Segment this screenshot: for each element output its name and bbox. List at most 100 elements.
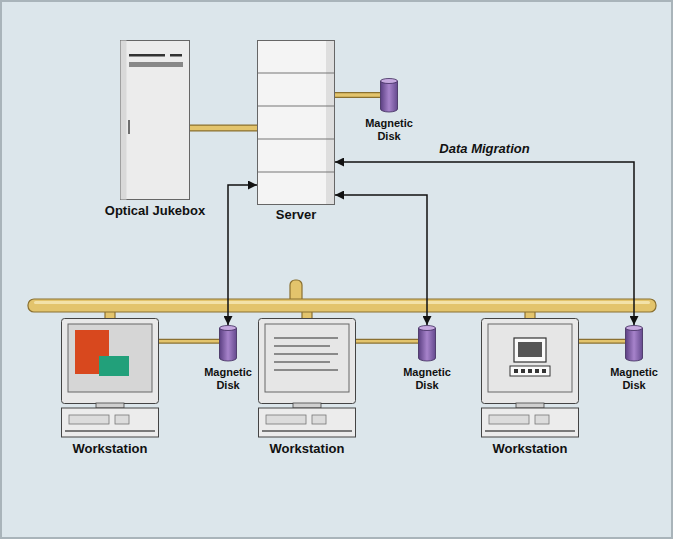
cable-connector: [335, 95, 380, 96]
edge-label: Data Migration: [436, 141, 532, 156]
cable-connector: [579, 341, 625, 342]
arrow-line: [335, 162, 634, 325]
server-bay-line: [258, 172, 334, 173]
label-group: Magnetic Disk: [603, 366, 665, 391]
node-label: Workstation: [493, 442, 568, 457]
node-label: Magnetic Disk: [603, 366, 665, 391]
server-bay-line: [258, 139, 334, 140]
cable-connector: [356, 341, 418, 342]
unit-trim: [65, 430, 155, 432]
label-group: Workstation: [493, 442, 568, 457]
icon-screen: [518, 342, 542, 357]
screen-text-line: [274, 353, 338, 355]
unit-trim: [262, 430, 352, 432]
migration-arrow: [335, 195, 427, 325]
disk-node: Magnetic Disk: [196, 325, 260, 392]
bus-highlight: [34, 301, 650, 304]
jukebox-panel: [129, 62, 183, 67]
server-tower: [258, 41, 335, 205]
node-label: Optical Jukebox: [105, 204, 205, 219]
drive-bay: [69, 415, 109, 424]
jukebox-node: Optical Jukebox: [104, 40, 207, 219]
label-group: Workstation: [270, 442, 345, 457]
node-label: Magnetic Disk: [197, 366, 259, 391]
arrow-line: [335, 195, 427, 325]
disk-cylinder: [625, 325, 643, 361]
monitor-stand: [516, 403, 544, 408]
drive-bay: [489, 415, 529, 424]
server-bay-line: [258, 106, 334, 107]
cable-outline: [190, 125, 257, 132]
label-group: Workstation: [73, 442, 148, 457]
label-group: Magnetic Disk: [197, 366, 259, 391]
workstation-icon: [481, 318, 579, 438]
node-label: Magnetic Disk: [396, 366, 458, 391]
monitor-case: [482, 319, 579, 404]
disk-node: Magnetic Disk: [357, 78, 421, 143]
screen-text-line: [274, 337, 338, 339]
disk-node: Magnetic Disk: [602, 325, 666, 392]
monitor-stand: [96, 403, 124, 408]
cable-connector: [159, 341, 219, 342]
cable-fill: [335, 93, 380, 97]
migration-arrow: [228, 185, 257, 325]
monitor-stand: [293, 403, 321, 408]
disk-top: [220, 326, 237, 331]
arrow-line: [228, 185, 257, 325]
cable-fill: [159, 340, 219, 343]
drive-bay: [312, 415, 326, 424]
disk-top: [419, 326, 436, 331]
disk-body: [381, 81, 398, 112]
monitor-screen: [68, 324, 152, 392]
monitor-screen: [488, 324, 572, 392]
disk-cylinder: [219, 325, 237, 361]
workstation-icon: [258, 318, 356, 438]
system-unit: [62, 408, 159, 437]
node-label: Workstation: [73, 442, 148, 457]
jukebox-side: [121, 41, 127, 200]
jukebox-cabinet: [121, 41, 190, 200]
icon-key: [542, 369, 546, 373]
icon-base: [510, 366, 550, 376]
cable-fill: [190, 126, 257, 131]
disk-cylinder: [380, 78, 398, 112]
screen-text-line: [274, 345, 330, 347]
label-group: Magnetic Disk: [396, 366, 458, 391]
label-group: Optical Jukebox: [105, 204, 205, 219]
workstation-node: Workstation: [481, 318, 579, 457]
node-label: Server: [276, 208, 316, 223]
jukebox-handle: [128, 120, 130, 134]
jukebox-slot: [170, 54, 182, 57]
node-label: Workstation: [270, 442, 345, 457]
disk-body: [419, 328, 436, 361]
disk-body: [626, 328, 643, 361]
disk-top: [626, 326, 643, 331]
disk-top: [381, 79, 398, 84]
cable-outline: [159, 339, 219, 344]
jukebox-icon: [120, 40, 190, 200]
monitor-screen: [265, 324, 349, 392]
server-bay-line: [258, 73, 334, 74]
jukebox-slot: [129, 54, 165, 57]
cable-connector: [190, 128, 257, 129]
icon-monitor: [514, 338, 546, 362]
node-label: Magnetic Disk: [358, 117, 420, 142]
cable-outline: [356, 339, 418, 344]
monitor-case: [62, 319, 159, 404]
icon-key: [521, 369, 525, 373]
screen-text-line: [274, 369, 338, 371]
system-unit: [482, 408, 579, 437]
cable-fill: [579, 340, 625, 343]
monitor-case: [259, 319, 356, 404]
icon-key: [535, 369, 539, 373]
label-group: Server: [276, 208, 316, 223]
drive-bay: [266, 415, 306, 424]
disk-node: Magnetic Disk: [395, 325, 459, 392]
label-group: Magnetic Disk: [358, 117, 420, 142]
cable-outline: [335, 92, 380, 98]
drive-bay: [535, 415, 549, 424]
